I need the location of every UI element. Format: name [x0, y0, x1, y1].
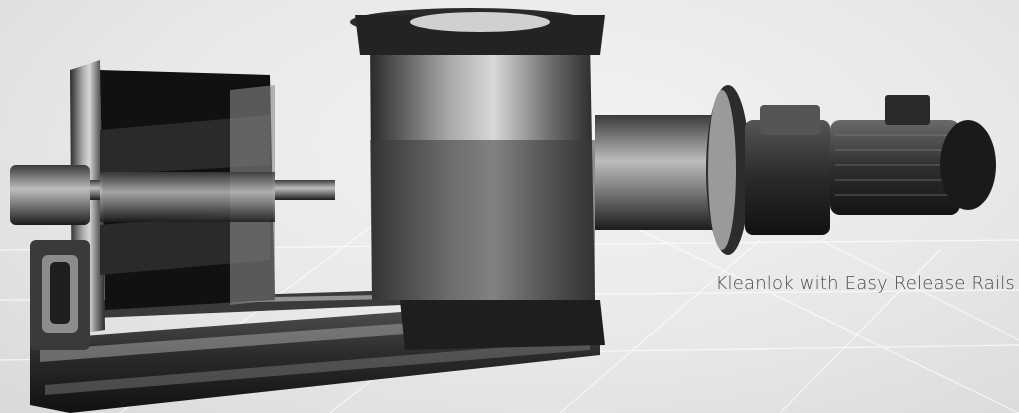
valve-housing — [350, 8, 605, 350]
motor — [830, 95, 996, 215]
drive-shaft — [595, 85, 750, 255]
rotor-vanes — [100, 70, 275, 310]
gearbox — [745, 105, 830, 235]
image-caption: Kleanlok with Easy Release Rails — [715, 273, 1015, 294]
